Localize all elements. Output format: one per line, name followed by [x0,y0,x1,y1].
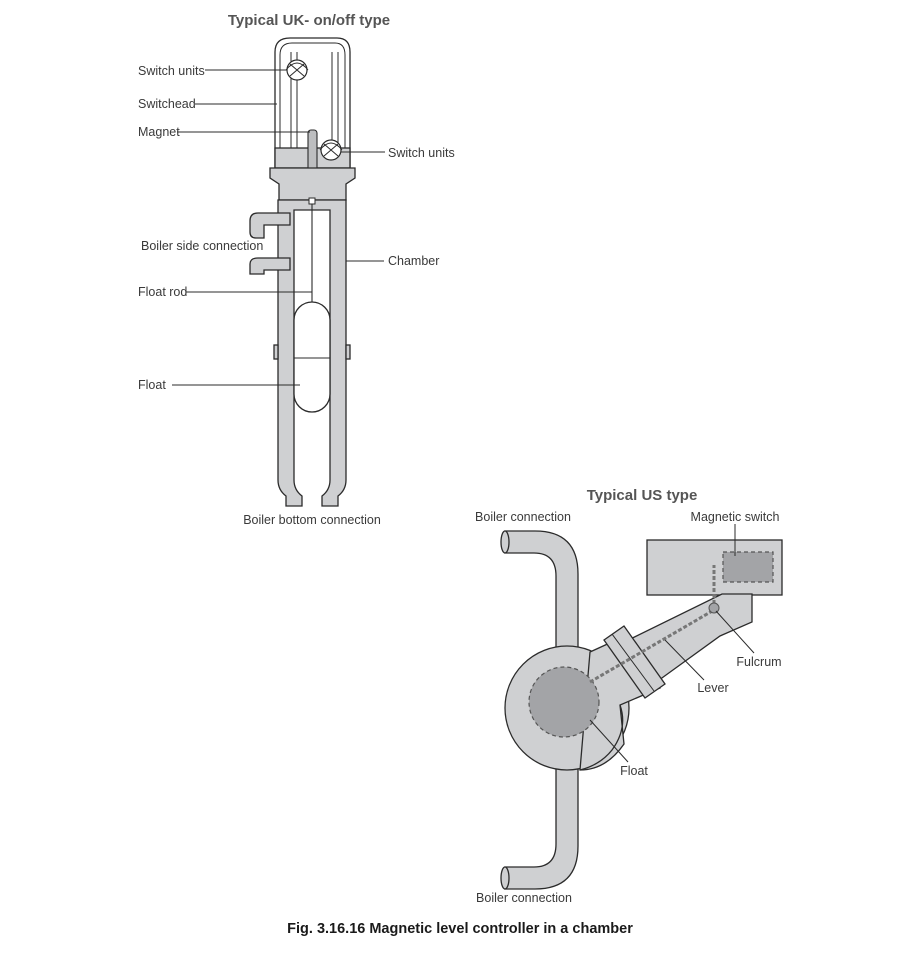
magnetic-switch [722,551,774,583]
side-connection-top [249,212,291,239]
figure-caption: Fig. 3.16.16 Magnetic level controller i… [287,921,633,937]
label-boiler-connection-bottom: Boiler connection [476,891,572,905]
pipe-bottom [504,759,579,890]
us-float [528,666,600,738]
pipe-top [504,530,579,661]
label-boiler-bottom-connection: Boiler bottom connection [243,513,381,527]
uk-float [293,301,331,413]
label-chamber: Chamber [388,254,439,268]
label-float-rod: Float rod [138,285,187,299]
label-magnetic-switch: Magnetic switch [691,510,780,524]
us-diagram: Typical US type Boiler c [475,487,783,905]
label-magnet: Magnet [138,125,180,139]
fulcrum [708,602,720,614]
label-lever: Lever [697,681,728,695]
uk-diagram: Typical UK- on/off type [138,12,455,527]
label-switch-units-right: Switch units [388,146,455,160]
chamber-body [277,199,347,507]
label-fulcrum: Fulcrum [736,655,781,669]
label-switchead: Switchead [138,97,196,111]
switch-unit-top [285,59,309,81]
label-boiler-side-connection: Boiler side connection [141,239,263,253]
label-switch-units-top: Switch units [138,64,205,78]
label-uk-float: Float [138,378,166,392]
label-boiler-connection-top: Boiler connection [475,510,571,524]
side-connection-bottom [249,257,291,275]
label-us-float: Float [620,764,648,778]
flange [269,167,356,201]
uk-title: Typical UK- on/off type [228,12,390,29]
switch-unit-bottom [319,139,343,161]
us-title: Typical US type [587,487,698,504]
